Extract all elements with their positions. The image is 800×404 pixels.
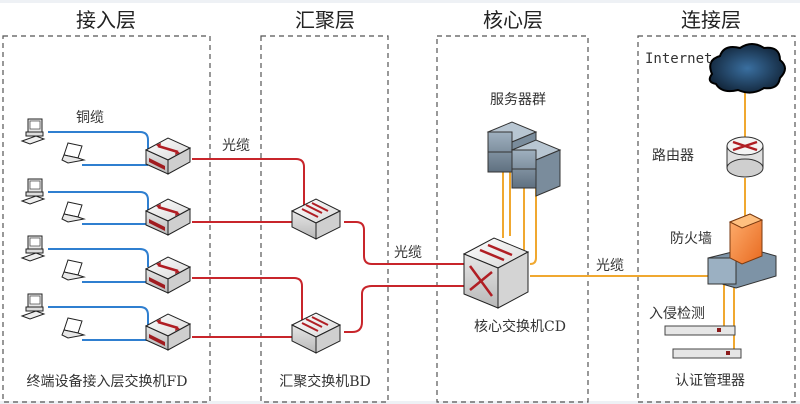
fiber-cables-red: [192, 158, 464, 338]
access-switch-icon[interactable]: [144, 255, 192, 295]
desktop-pc-icon: [21, 118, 45, 145]
copper-cable: [48, 248, 149, 267]
fiber-cable: [344, 221, 464, 265]
layer-title-aggregation: 汇聚层: [295, 8, 355, 32]
top-strip: [0, 0, 800, 3]
layer-box-connection: [637, 35, 796, 403]
core-switch-label: 核心交换机CD: [474, 318, 566, 335]
server-link: [529, 185, 537, 265]
aggregation-switch-icon[interactable]: [291, 312, 341, 354]
desktop-pc-icon: [21, 293, 45, 320]
access-switch-icon[interactable]: [144, 197, 192, 237]
laptop-icon: [61, 142, 85, 164]
firewall-icon[interactable]: [707, 213, 777, 289]
access-switch-icon[interactable]: [144, 312, 192, 352]
fiber-cables-orange: [502, 88, 746, 352]
desktop-pc-icon: [21, 235, 45, 262]
aggregation-switch-label: 汇聚交换机BD: [279, 373, 371, 390]
laptop-icon: [61, 201, 85, 223]
layer-title-connection: 连接层: [681, 8, 741, 32]
core-switch-icon[interactable]: [462, 237, 530, 309]
firewall-label: 防火墙: [670, 231, 712, 247]
layer-box-access: [2, 35, 211, 403]
ids-appliance-icon[interactable]: [664, 325, 736, 336]
internet-label: Internet: [645, 51, 712, 67]
desktop-pc-icon: [21, 178, 45, 205]
fiber-cable-label: 光缆: [596, 258, 624, 274]
access-switch-label: 终端设备接入层交换机FD: [27, 373, 188, 390]
copper-cable: [48, 131, 149, 150]
layer-box-core: [436, 35, 589, 403]
server-cluster-label: 服务器群: [490, 92, 546, 108]
layer-title-core: 核心层: [483, 8, 543, 32]
copper-cable: [48, 306, 149, 325]
copper-cables: [48, 131, 149, 341]
copper-cable: [48, 191, 149, 210]
fiber-cable-label: 光缆: [394, 245, 422, 261]
aggregation-switch-icon[interactable]: [291, 198, 341, 240]
copper-cable-label: 铜缆: [76, 110, 104, 126]
router-label: 路由器: [652, 148, 694, 164]
access-switch-icon[interactable]: [144, 136, 192, 176]
ids-label: 入侵检测: [649, 305, 705, 322]
laptop-icon: [61, 317, 85, 339]
internet-cloud-icon[interactable]: [708, 43, 786, 94]
bottom-strip: [0, 401, 800, 404]
fiber-cable: [344, 285, 464, 333]
fiber-cable: [192, 158, 305, 205]
server-cluster-icon[interactable]: [486, 121, 562, 197]
auth-manager-appliance-icon[interactable]: [672, 348, 742, 359]
fiber-cable-label: 光缆: [222, 138, 250, 154]
layer-title-access: 接入层: [76, 8, 136, 32]
layer-box-aggregation: [260, 35, 389, 403]
router-icon[interactable]: [726, 136, 764, 178]
fiber-cable: [192, 277, 303, 320]
laptop-icon: [61, 259, 85, 281]
auth-manager-label: 认证管理器: [675, 373, 745, 389]
